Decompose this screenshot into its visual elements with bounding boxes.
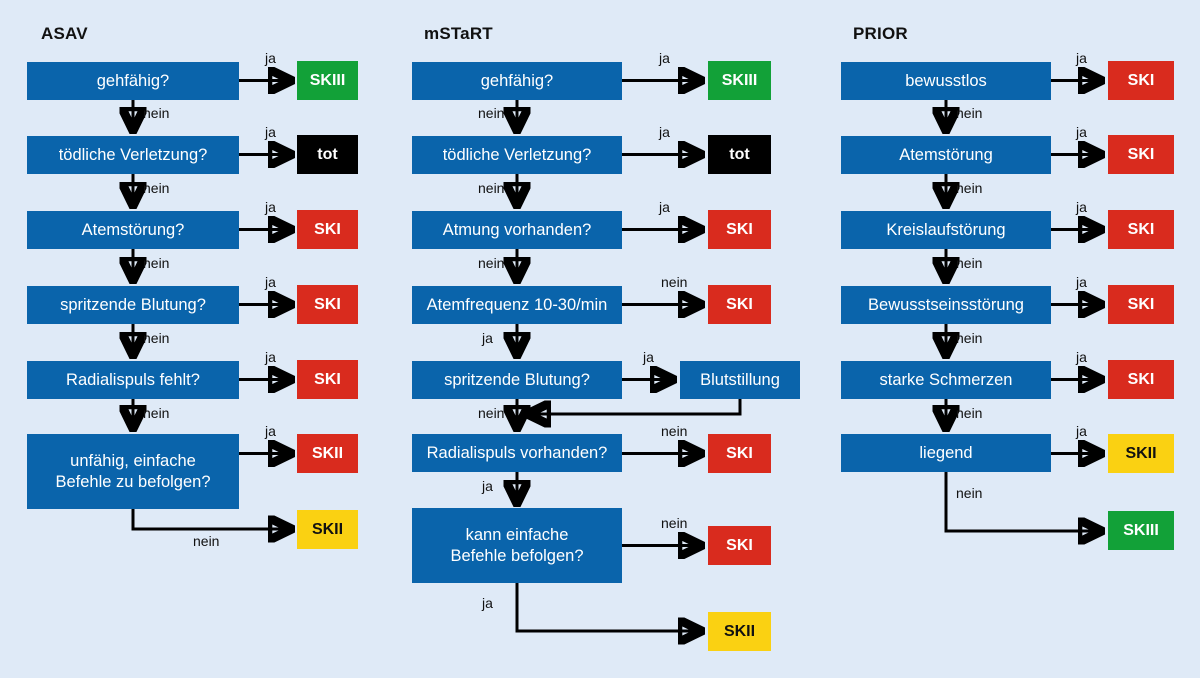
outcome-prior-ski-3[interactable]: SKI — [1108, 210, 1174, 249]
outcome-mstart-skii[interactable]: SKII — [708, 612, 771, 651]
edge-label-mstart-nein-q4: nein — [661, 274, 688, 290]
outcome-asav-ski-2[interactable]: SKI — [297, 285, 358, 324]
edge-label-prior-nein-6: nein — [956, 485, 983, 501]
outcome-asav-skiii[interactable]: SKIII — [297, 61, 358, 100]
node-prior-kreislaufstoerung[interactable]: Kreislaufstörung — [841, 211, 1051, 249]
outcome-mstart-ski-2[interactable]: SKI — [708, 285, 771, 324]
edge-label-mstart-ja-3: ja — [659, 199, 670, 215]
node-mstart-gehfaehig[interactable]: gehfähig? — [412, 62, 622, 100]
outcome-mstart-skiii[interactable]: SKIII — [708, 61, 771, 100]
outcome-mstart-ski-1[interactable]: SKI — [708, 210, 771, 249]
edge-label-mstart-ja-2: ja — [659, 124, 670, 140]
edge-label-mstart-nein-5: nein — [478, 405, 505, 421]
node-mstart-radialispuls-vorhanden[interactable]: Radialispuls vorhanden? — [412, 434, 622, 472]
node-prior-liegend[interactable]: liegend — [841, 434, 1051, 472]
edge-label-asav-nein-1: nein — [143, 105, 170, 121]
outcome-asav-skii-yellow[interactable]: SKII — [297, 510, 358, 549]
edge-label-asav-nein-6: nein — [193, 533, 220, 549]
edge-label-asav-ja-6: ja — [265, 423, 276, 439]
column-title-asav: ASAV — [41, 24, 88, 43]
edge-label-asav-ja-4: ja — [265, 274, 276, 290]
node-asav-toedliche-verletzung[interactable]: tödliche Verletzung? — [27, 136, 239, 174]
outcome-asav-ski-3[interactable]: SKI — [297, 360, 358, 399]
node-asav-unfaehig-line1: unfähig, einfache — [70, 452, 196, 471]
node-mstart-toedliche-verletzung[interactable]: tödliche Verletzung? — [412, 136, 622, 174]
outcome-asav-ski-1[interactable]: SKI — [297, 210, 358, 249]
edge-label-prior-nein-2: nein — [956, 180, 983, 196]
edge-label-mstart-ja-4: ja — [482, 330, 493, 346]
edge-label-mstart-nein-q7: nein — [661, 515, 688, 531]
node-prior-bewusstseinsstoerung[interactable]: Bewusstseinsstörung — [841, 286, 1051, 324]
edge-label-prior-ja-5: ja — [1076, 349, 1087, 365]
edge-label-prior-nein-3: nein — [956, 255, 983, 271]
node-mstart-blutstillung[interactable]: Blutstillung — [680, 361, 800, 399]
edge-label-prior-nein-4: nein — [956, 330, 983, 346]
edge-label-asav-ja-3: ja — [265, 199, 276, 215]
node-asav-spritzende-blutung[interactable]: spritzende Blutung? — [27, 286, 239, 324]
outcome-prior-ski-5[interactable]: SKI — [1108, 360, 1174, 399]
edge-label-asav-nein-5: nein — [143, 405, 170, 421]
edge-label-mstart-ja-7: ja — [482, 595, 493, 611]
column-title-mstart: mSTaRT — [424, 24, 493, 43]
outcome-asav-skii-red[interactable]: SKII — [297, 434, 358, 473]
edge-label-mstart-ja-6: ja — [482, 478, 493, 494]
outcome-prior-ski-4[interactable]: SKI — [1108, 285, 1174, 324]
edge-label-mstart-ja-blutstillung: ja — [643, 349, 654, 365]
node-asav-gehfaehig[interactable]: gehfähig? — [27, 62, 239, 100]
edge-label-prior-ja-3: ja — [1076, 199, 1087, 215]
edge-label-asav-nein-3: nein — [143, 255, 170, 271]
node-mstart-spritzende-blutung[interactable]: spritzende Blutung? — [412, 361, 622, 399]
node-mstart-kann-einfache-befehle[interactable]: kann einfache Befehle befolgen? — [412, 508, 622, 583]
node-mstart-atmung-vorhanden[interactable]: Atmung vorhanden? — [412, 211, 622, 249]
edge-label-mstart-nein-2: nein — [478, 180, 505, 196]
edge-label-asav-ja-2: ja — [265, 124, 276, 140]
outcome-mstart-tot[interactable]: tot — [708, 135, 771, 174]
edge-label-asav-nein-4: nein — [143, 330, 170, 346]
node-mstart-kann-line2: Befehle befolgen? — [450, 546, 584, 565]
edge-label-mstart-ja-1: ja — [659, 50, 670, 66]
node-asav-unfaehig-befehle[interactable]: unfähig, einfache Befehle zu befolgen? — [27, 434, 239, 509]
edge-label-prior-nein-5: nein — [956, 405, 983, 421]
node-prior-atemstoerung[interactable]: Atemstörung — [841, 136, 1051, 174]
outcome-mstart-ski-4[interactable]: SKI — [708, 526, 771, 565]
outcome-prior-skii[interactable]: SKII — [1108, 434, 1174, 473]
edge-label-asav-nein-2: nein — [143, 180, 170, 196]
outcome-mstart-ski-3[interactable]: SKI — [708, 434, 771, 473]
node-asav-atemstoerung[interactable]: Atemstörung? — [27, 211, 239, 249]
edge-label-prior-nein-1: nein — [956, 105, 983, 121]
outcome-prior-ski-2[interactable]: SKI — [1108, 135, 1174, 174]
node-asav-radialispuls-fehlt[interactable]: Radialispuls fehlt? — [27, 361, 239, 399]
column-title-prior: PRIOR — [853, 24, 908, 43]
node-prior-bewusstlos[interactable]: bewusstlos — [841, 62, 1051, 100]
node-mstart-atemfrequenz[interactable]: Atemfrequenz 10-30/min — [412, 286, 622, 324]
edge-label-mstart-nein-1: nein — [478, 105, 505, 121]
outcome-asav-tot[interactable]: tot — [297, 135, 358, 174]
edge-label-prior-ja-2: ja — [1076, 124, 1087, 140]
node-mstart-kann-line1: kann einfache — [465, 526, 569, 545]
edge-label-prior-ja-1: ja — [1076, 50, 1087, 66]
edge-label-prior-ja-4: ja — [1076, 274, 1087, 290]
node-asav-unfaehig-line2: Befehle zu befolgen? — [55, 472, 211, 491]
edge-label-prior-ja-6: ja — [1076, 423, 1087, 439]
outcome-prior-skiii[interactable]: SKIII — [1108, 511, 1174, 550]
edge-label-mstart-nein-q6: nein — [661, 423, 688, 439]
edge-label-asav-ja-1: ja — [265, 50, 276, 66]
outcome-prior-ski-1[interactable]: SKI — [1108, 61, 1174, 100]
edge-label-mstart-nein-3: nein — [478, 255, 505, 271]
node-prior-starke-schmerzen[interactable]: starke Schmerzen — [841, 361, 1051, 399]
edge-label-asav-ja-5: ja — [265, 349, 276, 365]
